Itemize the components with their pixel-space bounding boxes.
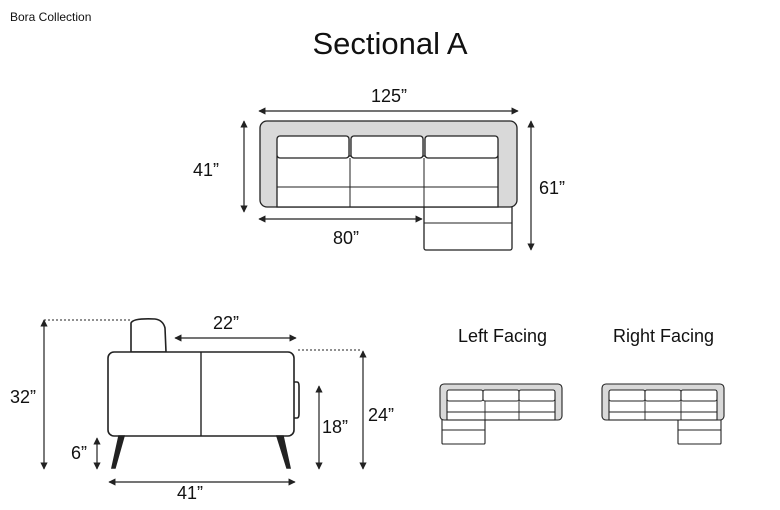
side-view-sofa (107, 318, 300, 469)
back-cushion-3 (424, 135, 499, 159)
right-facing-label: Right Facing (613, 326, 715, 346)
dim-seat-depth: 22” (213, 313, 240, 333)
dim-arm-height: 18” (322, 417, 349, 437)
dim-overall-width: 125” (371, 86, 408, 106)
brand-name: Bora Collection (10, 10, 92, 24)
dim-sofa-width: 80” (333, 228, 360, 248)
dim-leg-height: 6” (71, 443, 88, 463)
left-facing-diagram (439, 383, 563, 445)
page-title: Sectional A (312, 26, 468, 61)
dim-top-depth: 41” (193, 160, 220, 180)
front-leg (111, 435, 126, 469)
top-view-sectional (259, 120, 518, 251)
left-facing-label: Left Facing (458, 326, 548, 346)
dim-chaise-depth: 61” (539, 178, 566, 198)
dim-back-height: 24” (368, 405, 395, 425)
right-facing-diagram (601, 383, 725, 445)
chaise-extension (423, 204, 513, 251)
side-view-dimensions (40, 319, 367, 486)
dim-total-height: 32” (10, 387, 37, 407)
dim-side-depth: 41” (177, 483, 204, 503)
seat-area (276, 155, 499, 208)
headrest (130, 318, 167, 353)
back-leg (275, 435, 291, 469)
back-cushion-1 (276, 135, 350, 159)
top-view-dimensions (240, 107, 535, 251)
back-cushion-2 (350, 135, 424, 159)
